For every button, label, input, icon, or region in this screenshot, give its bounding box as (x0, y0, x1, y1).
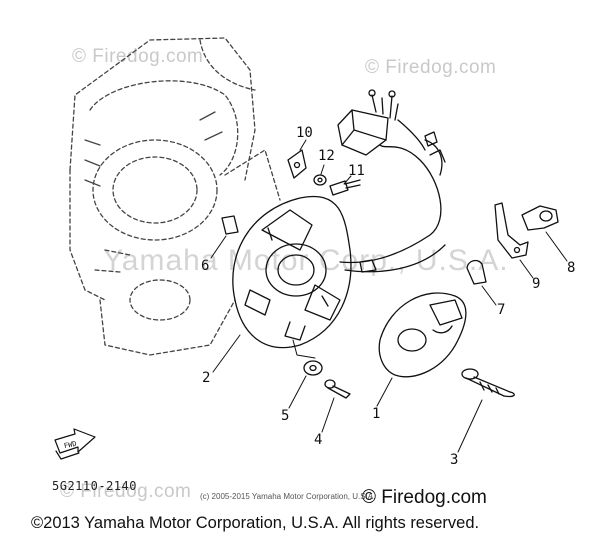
callout-9: 9 (532, 276, 540, 292)
connector-block (337, 89, 438, 156)
small-copyright: (c) 2005-2015 Yamaha Motor Corporation, … (200, 492, 376, 501)
pin-6 (221, 215, 239, 235)
fwd-arrow (54, 428, 96, 460)
pickup-plate (378, 292, 467, 378)
callout-12: 12 (318, 148, 335, 164)
part-code: 5G2110-2140 (52, 479, 137, 493)
bolt-3 (461, 368, 515, 398)
washer-5 (303, 360, 323, 376)
watermark-top-right: © Firedog.com (365, 57, 497, 78)
callout-3: 3 (450, 452, 458, 468)
callout-labels: 1 2 3 4 5 6 7 8 9 10 11 12 FWD (63, 125, 575, 468)
callout-2: 2 (202, 370, 210, 386)
stator-assembly (232, 195, 352, 349)
footer-copyright: ©2013 Yamaha Motor Corporation, U.S.A. A… (31, 514, 480, 532)
leader-lines (210, 139, 568, 453)
callout-1: 1 (372, 406, 380, 422)
engine-fins (84, 111, 223, 187)
screw-11 (329, 179, 361, 196)
watermark-bottom-left: © Firedog.com (60, 481, 192, 502)
callout-6: 6 (201, 258, 209, 274)
bracket-9 (494, 202, 529, 259)
watermark-top-left: © Firedog.com (72, 46, 204, 67)
screw-4 (324, 379, 351, 399)
fwd-arrow-label: FWD (63, 440, 77, 450)
callout-11: 11 (348, 163, 365, 179)
callout-4: 4 (314, 432, 322, 448)
washer-12 (313, 174, 327, 186)
engine-block-outline (69, 37, 281, 356)
clip-7 (466, 259, 487, 285)
callout-10: 10 (296, 125, 313, 141)
callout-8: 8 (567, 260, 575, 276)
callout-5: 5 (281, 408, 289, 424)
clip-10 (287, 149, 307, 179)
wiring-harness (339, 139, 446, 273)
callout-7: 7 (497, 302, 505, 318)
clamp-8 (521, 205, 559, 231)
brand-watermark: © Firedog.com (362, 487, 487, 508)
